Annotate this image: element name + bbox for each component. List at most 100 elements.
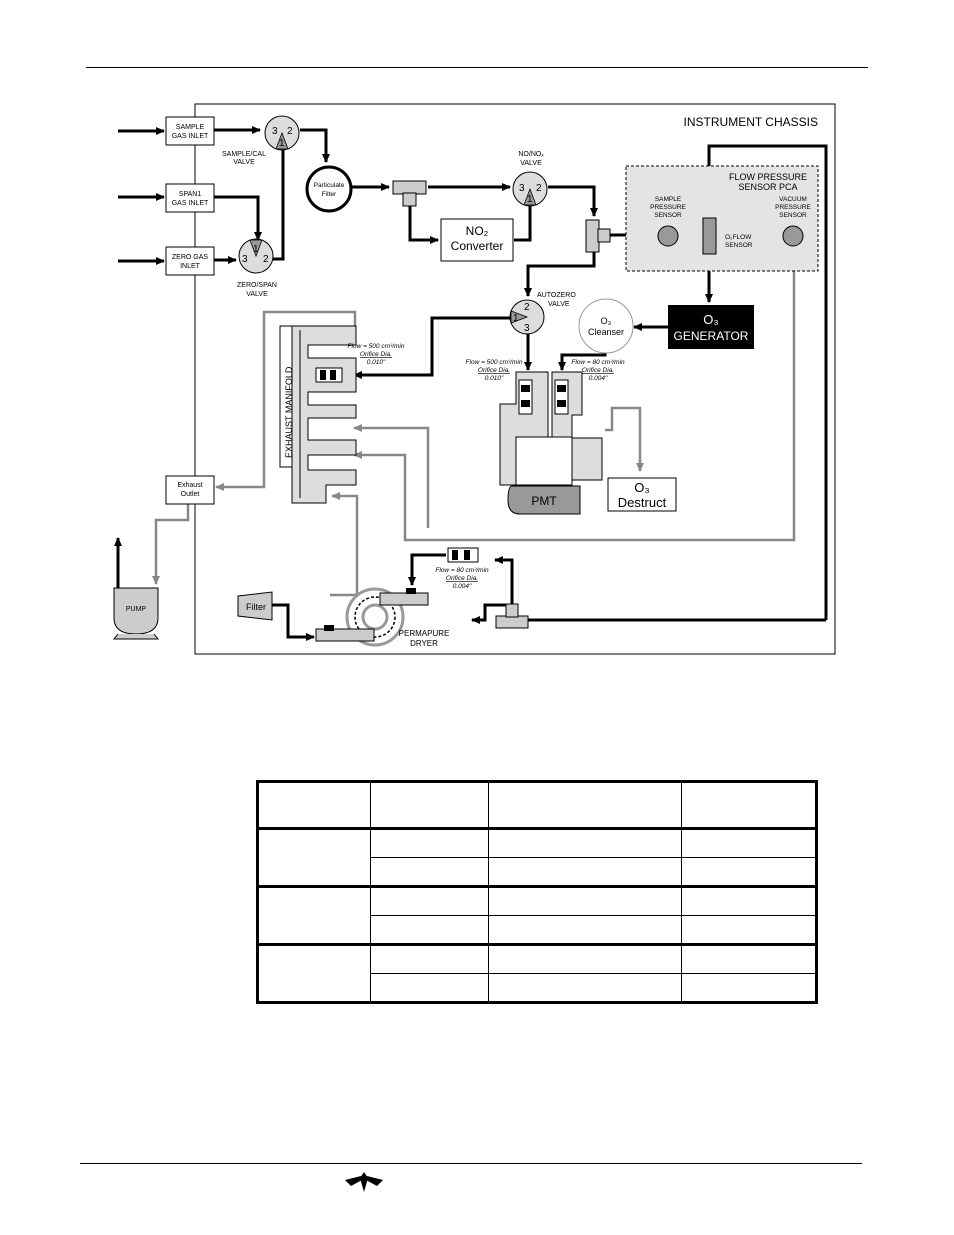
tee-fitting-upper — [392, 180, 427, 207]
vacuum-pressure-sensor — [782, 225, 804, 247]
svg-text:2: 2 — [536, 183, 542, 194]
svg-text:0.010": 0.010" — [367, 359, 386, 366]
svg-text:O₃: O₃ — [634, 480, 649, 495]
table-row — [258, 857, 818, 887]
svg-text:O₃: O₃ — [601, 316, 612, 326]
svg-text:VALVE: VALVE — [246, 291, 268, 298]
svg-text:PMT: PMT — [531, 494, 557, 508]
flow-pressure-sensor-pca: FLOW PRESSURE SENSOR PCA SAMPLE PRESSURE… — [625, 165, 819, 272]
svg-text:SENSOR: SENSOR — [725, 242, 753, 249]
exhaust-manifold: EXHAUST MANIFOLD — [279, 325, 357, 504]
zero-gas-inlet: ZERO GAS INLET — [165, 246, 215, 276]
reaction-cell — [499, 371, 603, 488]
svg-text:3: 3 — [242, 254, 248, 265]
sample-pressure-sensor — [657, 225, 679, 247]
svg-text:Orifice Dia.: Orifice Dia. — [582, 367, 614, 374]
svg-text:SENSOR: SENSOR — [654, 212, 682, 219]
svg-text:2: 2 — [524, 302, 530, 313]
svg-text:2: 2 — [263, 254, 269, 265]
svg-text:Cleanser: Cleanser — [588, 327, 624, 337]
svg-text:1: 1 — [279, 138, 285, 149]
svg-text:GAS INLET: GAS INLET — [172, 133, 209, 140]
svg-text:3: 3 — [272, 126, 278, 137]
manifold-orifice — [315, 367, 343, 383]
o3-cleanser: O₃ Cleanser — [578, 298, 634, 354]
svg-text:FLOW PRESSURE: FLOW PRESSURE — [729, 172, 807, 182]
table-row — [256, 885, 818, 945]
pmt: PMT — [507, 485, 581, 515]
tee-fitting-lower — [495, 603, 529, 629]
sample-orifice-label: Flow = 500 cm³/min Orifice Dia. 0.010" — [466, 359, 523, 382]
svg-text:0.010": 0.010" — [485, 375, 504, 382]
svg-text:Particulate: Particulate — [314, 182, 345, 189]
svg-text:Flow = 500 cm³/min: Flow = 500 cm³/min — [348, 343, 405, 350]
exhaust-flow-lines — [152, 246, 796, 597]
svg-text:SAMPLE/CAL: SAMPLE/CAL — [222, 151, 266, 158]
svg-text:1: 1 — [527, 194, 533, 205]
svg-text:GAS INLET: GAS INLET — [172, 200, 209, 207]
o3-destruct: O₃ Destruct — [607, 477, 677, 512]
o3-generator: O₃ GENERATOR — [668, 305, 754, 349]
svg-text:VALVE: VALVE — [548, 301, 570, 308]
svg-text:PERMAPURE: PERMAPURE — [399, 629, 450, 638]
svg-text:O₃: O₃ — [703, 312, 718, 327]
svg-text:Flow = 80 cm³/min: Flow = 80 cm³/min — [435, 567, 489, 574]
manifold-orifice-label: Flow = 500 cm³/min Orifice Dia. 0.010" — [348, 343, 405, 366]
svg-text:SAMPLE: SAMPLE — [176, 124, 205, 131]
filter: Filter — [237, 591, 273, 621]
svg-text:0.004": 0.004" — [453, 583, 472, 590]
svg-text:AUTOZERO: AUTOZERO — [537, 292, 576, 299]
table-row — [256, 828, 818, 887]
svg-text:Flow = 80 cm³/min: Flow = 80 cm³/min — [571, 359, 625, 366]
svg-text:VALVE: VALVE — [233, 159, 255, 166]
svg-text:PRESSURE: PRESSURE — [775, 204, 811, 211]
svg-text:INLET: INLET — [180, 263, 201, 270]
svg-text:VACUUM: VACUUM — [779, 196, 807, 203]
svg-text:Converter: Converter — [451, 239, 504, 253]
exhaust-outlet: Exhaust Outlet — [165, 475, 215, 505]
svg-text:PUMP: PUMP — [126, 606, 147, 613]
svg-text:NO₂: NO₂ — [466, 224, 489, 238]
chassis-label: INSTRUMENT CHASSIS — [684, 115, 818, 129]
no-nox-valve: 3 2 1 NO/NOₓ VALVE — [512, 151, 548, 207]
span-gas-inlet: SPAN1 GAS INLET — [165, 183, 215, 213]
svg-text:1: 1 — [513, 313, 519, 324]
tee-fitting-middle — [585, 219, 611, 253]
valve-state-table — [256, 780, 818, 1004]
svg-text:2: 2 — [287, 126, 293, 137]
svg-text:Orifice Dia.: Orifice Dia. — [478, 367, 510, 374]
svg-text:SENSOR PCA: SENSOR PCA — [738, 182, 797, 192]
instrument-chassis — [194, 103, 836, 655]
svg-text:3: 3 — [519, 183, 525, 194]
svg-text:SAMPLE: SAMPLE — [655, 196, 682, 203]
svg-text:NO/NOₓ: NO/NOₓ — [518, 151, 544, 158]
pneumatic-flow-diagram: INSTRUMENT CHASSIS — [112, 103, 836, 655]
svg-text:Outlet: Outlet — [181, 491, 200, 498]
svg-text:Flow = 500 cm³/min: Flow = 500 cm³/min — [466, 359, 523, 366]
svg-text:DRYER: DRYER — [410, 639, 438, 648]
svg-text:Orifice Dia.: Orifice Dia. — [446, 575, 478, 582]
svg-text:VALVE: VALVE — [520, 160, 542, 167]
svg-text:PRESSURE: PRESSURE — [650, 204, 686, 211]
svg-text:SPAN1: SPAN1 — [179, 191, 202, 198]
table-row — [258, 973, 818, 1003]
dryer-orifice-label: Flow = 80 cm³/min Orifice Dia. 0.004" — [435, 567, 489, 590]
svg-text:ZERO/SPAN: ZERO/SPAN — [237, 282, 277, 289]
table-row — [256, 943, 818, 1003]
particulate-filter: Particulate Filter — [305, 165, 353, 213]
zero-span-valve: 1 3 2 ZERO/SPAN VALVE — [237, 238, 277, 298]
svg-text:SENSOR: SENSOR — [779, 212, 807, 219]
no2-converter: NO₂ Converter — [440, 218, 514, 262]
svg-text:GENERATOR: GENERATOR — [674, 329, 749, 343]
table-header-row — [256, 781, 818, 830]
pump: PUMP — [112, 587, 160, 640]
company-logo — [345, 1172, 383, 1192]
dryer-orifice — [447, 547, 479, 563]
svg-text:ZERO GAS: ZERO GAS — [172, 254, 209, 261]
sample-cal-valve: 3 2 1 SAMPLE/CAL VALVE — [222, 115, 300, 166]
svg-text:0.004": 0.004" — [589, 375, 608, 382]
permapure-dryer: PERMAPURE DRYER — [315, 587, 450, 648]
ozone-orifice-label: Flow = 80 cm³/min Orifice Dia. 0.004" — [571, 359, 625, 382]
svg-text:Orifice Dia.: Orifice Dia. — [360, 351, 392, 358]
svg-text:Destruct: Destruct — [618, 495, 667, 510]
